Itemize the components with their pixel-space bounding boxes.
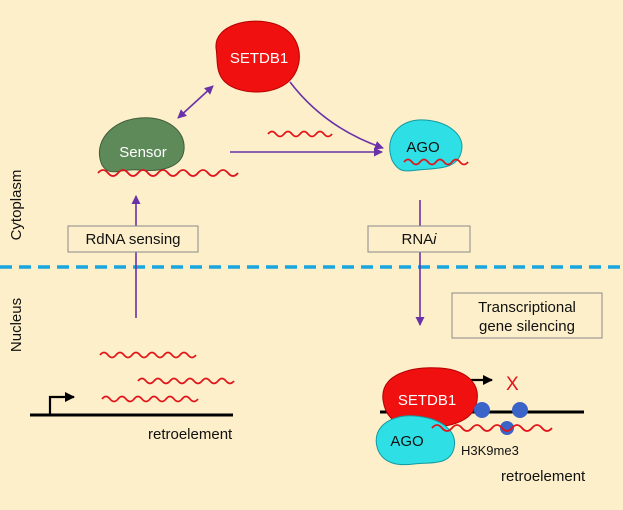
h3k9me3-label: H3K9me3: [461, 443, 519, 458]
retroelement-label-right: retroelement: [501, 468, 586, 485]
rna-fragment-cytoplasm: [267, 130, 333, 138]
nucleus-label: Nucleus: [8, 298, 25, 352]
rdna-sensing-box: [67, 225, 199, 253]
ago-protein-bottom: [375, 415, 456, 466]
blocked-transcription-mark: X: [506, 374, 519, 395]
ago-protein-top: [389, 119, 463, 172]
setdb1-protein-top: [215, 20, 300, 93]
sensor-setdb1-arrow: [177, 85, 214, 119]
h3k9me3-mark-2: [512, 402, 528, 418]
rdna-sensing-label: RdNA sensing: [85, 231, 180, 248]
sensor-label: Sensor: [119, 144, 167, 161]
h3k9me3-mark-1: [474, 402, 490, 418]
tgs-label-line2: gene silencing: [479, 318, 575, 335]
sensor-protein: [98, 117, 185, 173]
setdb1-ago-arrow: [289, 81, 384, 150]
rna-transcript-1: [99, 351, 197, 359]
rna-bound-ago-bottom: [431, 424, 553, 432]
ago-label-bottom: AGO: [390, 433, 423, 450]
rnai-label-prefix: RNA: [401, 231, 433, 248]
promoter-arrow-left: [48, 392, 75, 415]
rna-bound-ago-top: [403, 158, 469, 166]
rna-transcript-3: [101, 395, 199, 403]
rna-transcript-2: [137, 377, 235, 385]
tgs-box: [451, 292, 603, 339]
rnai-label: RNAi: [401, 231, 437, 248]
h3k9me3-mark-3: [500, 421, 514, 435]
ago-label-top: AGO: [406, 139, 439, 156]
tgs-label-line1: Transcriptional: [478, 299, 576, 316]
rnai-label-italic: i: [433, 231, 437, 248]
setdb1-label-top: SETDB1: [230, 50, 288, 67]
rna-bound-sensor: [97, 169, 239, 177]
cytoplasm-label: Cytoplasm: [8, 170, 25, 241]
setdb1-label-bottom: SETDB1: [398, 392, 456, 409]
rnai-box: [367, 225, 471, 253]
retroelement-label-left: retroelement: [148, 426, 233, 443]
